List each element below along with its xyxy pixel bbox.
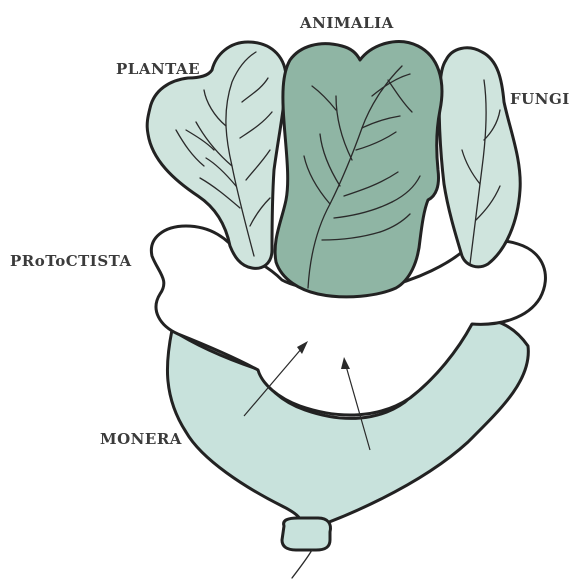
animalia-lobe (275, 42, 442, 297)
label-monera: MONERA (100, 430, 182, 448)
monera-tail (292, 550, 312, 578)
label-animalia: ANIMALIA (299, 14, 394, 32)
monera-stalk (282, 518, 331, 550)
label-protoctista: PRoToCTISTA (10, 252, 132, 270)
label-fungi: FUNGI (510, 90, 570, 108)
fungi-lobe (439, 48, 520, 267)
label-plantae: PLANTAE (116, 60, 200, 78)
